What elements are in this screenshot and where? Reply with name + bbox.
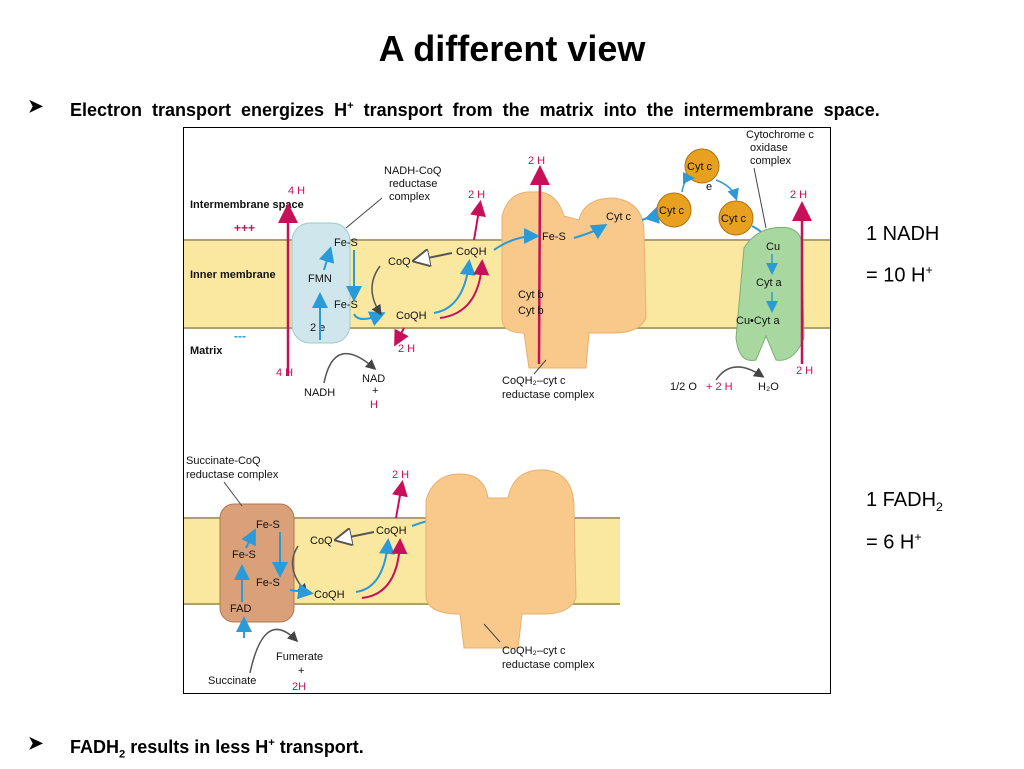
fadh2-yield-line1: 1 FADH <box>866 489 937 511</box>
complex-ii-fes2: Fe-S <box>232 549 256 561</box>
complex-i-fes1: Fe-S <box>334 237 358 249</box>
complex-iii-bottom-shape <box>425 469 577 649</box>
complex-iv-shape <box>735 226 805 362</box>
cytc-1-label: Cyt c <box>687 161 713 173</box>
bullet-1-rest: transport from the matrix into the inter… <box>353 100 880 120</box>
cytc-e: e <box>706 181 712 193</box>
coq-h-bottom: 2 H <box>398 343 415 355</box>
complex-ii-fad: FAD <box>230 603 251 615</box>
cytc-3 <box>718 200 754 236</box>
arrow-bullet-icon: ➤ <box>28 96 44 116</box>
coqh2-top-a: CoQH <box>456 246 487 258</box>
complex-i-2e: 2 e <box>310 322 325 334</box>
complex-i-title-2: reductase <box>389 178 437 190</box>
complex-iii-bottom-title-1: CoQH₂–cyt c <box>502 645 566 657</box>
complex-i-shape <box>291 222 351 344</box>
bullet-2-b: results in less H <box>125 737 269 757</box>
complex-iii-b562: Cyt b <box>518 305 544 317</box>
bullet-2-sup: + <box>268 737 275 749</box>
complex-ii-coqh2-b: CoQH <box>314 589 345 601</box>
nadh-yield: 1 NADH = 10 H+ <box>866 216 939 294</box>
label-matrix: Matrix <box>190 345 223 357</box>
complex-iv-cu: Cu <box>766 241 780 253</box>
complex-ii-shape <box>219 503 295 623</box>
svg-text:---: --- <box>234 329 246 343</box>
complex-ii-title-1: Succinate-CoQ <box>186 455 261 467</box>
complex-iii-fes: Fe-S <box>542 231 566 243</box>
complex-iv-h-top: 2 H <box>790 189 807 201</box>
complex-ii-fes3: Fe-S <box>256 577 280 589</box>
bullet-1-sup: + <box>347 100 354 112</box>
bullet-2-c: transport. <box>274 737 364 757</box>
fumerate-label: Fumerate <box>276 651 323 663</box>
bullet-fadh2: ➤ FADH2 results in less H+ transport. <box>28 729 728 769</box>
complex-iv-title-3: complex <box>750 155 791 167</box>
bullet-1-text: Electron transport energizes H <box>70 100 348 120</box>
fumerate-2h: 2H <box>292 681 306 693</box>
bullet-2-a: FADH <box>70 737 119 757</box>
fumerate-plus: + <box>298 665 304 677</box>
fadh2-yield-sup: + <box>914 530 922 544</box>
o2-label: 1/2 O <box>670 381 697 393</box>
complex-iv-title-1: Cytochrome c <box>746 129 814 141</box>
nad-label: NAD <box>362 373 385 385</box>
nadh-yield-sup: + <box>925 263 933 277</box>
complex-iv-title-2: oxidase <box>750 142 788 154</box>
fadh2-yield-sub: 2 <box>936 500 943 514</box>
svg-text:+++: +++ <box>234 221 255 235</box>
succinate-label: Succinate <box>208 675 256 687</box>
fadh2-yield: 1 FADH2 = 6 H+ <box>866 482 943 561</box>
o2-2h: + 2 H <box>706 381 733 393</box>
nadh-yield-line2: = 10 H <box>866 264 926 287</box>
label-inner-membrane: Inner membrane <box>190 269 276 281</box>
nad-plus: + <box>372 385 378 397</box>
complex-iii-title-2: reductase complex <box>502 389 595 401</box>
fadh2-yield-line2: = 6 H <box>866 531 915 554</box>
nad-h: H <box>370 399 378 411</box>
complex-i-title-3: complex <box>389 191 430 203</box>
complex-iii-bottom-title-2: reductase complex <box>502 659 595 671</box>
complex-i-fes2: Fe-S <box>334 299 358 311</box>
complex-iii-h-top: 2 H <box>528 155 545 167</box>
complex-iv-h-bottom: 2 H <box>796 365 813 377</box>
coqh2-top-b: CoQH <box>396 310 427 322</box>
complex-iii-b566: Cyt b <box>518 289 544 301</box>
complex-iv-cucyta3: Cu•Cyt a <box>736 315 780 327</box>
arrow-bullet-icon: ➤ <box>28 733 44 753</box>
bullet-2-sub: 2 <box>119 748 126 761</box>
cytc-2 <box>656 192 692 228</box>
complex-i-title-1: NADH-CoQ <box>384 165 442 177</box>
bullet-electron-transport: ➤ Electron transport energizes H+ transp… <box>28 92 998 124</box>
complex-ii-title-2: reductase complex <box>186 469 279 481</box>
complex-ii-h-top: 2 H <box>392 469 409 481</box>
complex-ii-coq: CoQ <box>310 535 333 547</box>
electron-transport-figure: Intermembrane space +++ Inner membrane -… <box>183 127 831 694</box>
complex-i-h-bottom: 4 H <box>276 367 293 379</box>
nadh-yield-line1: 1 NADH <box>866 223 940 245</box>
complex-i-fmn: FMN <box>308 273 332 285</box>
cytc-3-label: Cyt c <box>721 213 747 225</box>
complex-iii-cytc1: Cyt c <box>606 211 632 223</box>
complex-iv-cyta: Cyt a <box>756 277 783 289</box>
coq-h-top: 2 H <box>468 189 485 201</box>
slide-title: A different view <box>378 28 646 69</box>
label-intermembrane: Intermembrane space <box>190 199 304 211</box>
complex-i-h-top: 4 H <box>288 185 305 197</box>
nadh-label: NADH <box>304 387 335 399</box>
cytc-2-label: Cyt c <box>659 205 685 217</box>
h2o-label: H₂O <box>758 381 779 393</box>
complex-iii-title-1: CoQH₂–cyt c <box>502 375 566 387</box>
complex-ii-fes1: Fe-S <box>256 519 280 531</box>
etc-diagram: Intermembrane space +++ Inner membrane -… <box>184 129 830 693</box>
complex-ii-coqh2-a: CoQH <box>376 525 407 537</box>
coq-top: CoQ <box>388 256 411 268</box>
